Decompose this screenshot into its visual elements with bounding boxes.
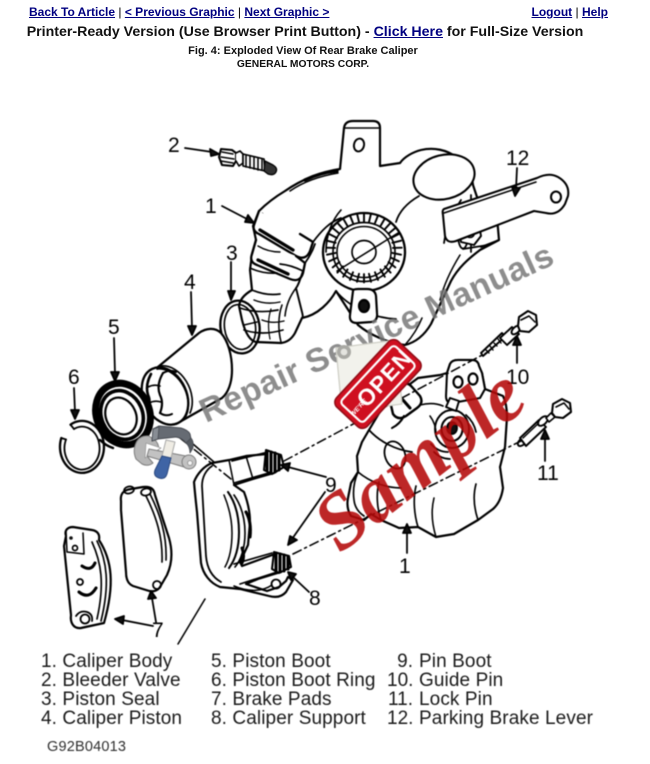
svg-text:3: 3 [226,242,238,265]
svg-text:4: 4 [184,271,196,294]
svg-text:7: 7 [152,619,164,642]
svg-text:1: 1 [399,555,411,578]
svg-text:9: 9 [325,474,337,497]
svg-text:8: 8 [309,587,321,610]
svg-text:10: 10 [506,366,529,389]
svg-text:11: 11 [537,462,559,485]
svg-text:5: 5 [108,316,120,339]
svg-text:2: 2 [168,134,180,157]
svg-text:6: 6 [68,366,80,389]
svg-text:1: 1 [205,195,217,218]
svg-text:12: 12 [506,147,529,170]
